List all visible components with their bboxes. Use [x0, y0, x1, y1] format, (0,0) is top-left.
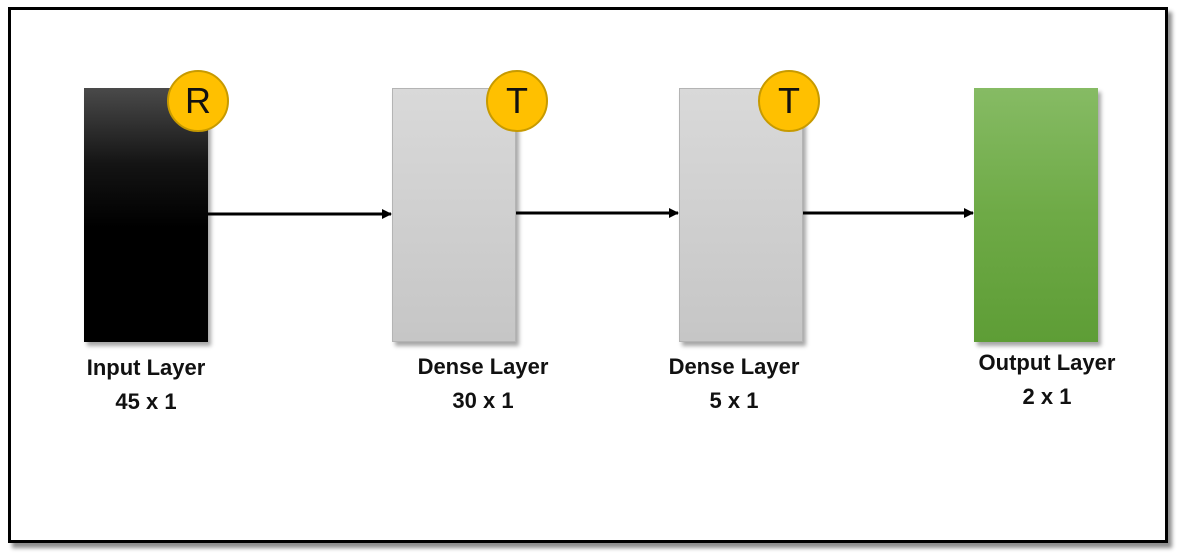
- dense-layer-1-name: Dense Layer: [417, 354, 549, 379]
- dense-layer-1-box: [392, 88, 516, 342]
- dense-layer-1-badge: T: [486, 70, 548, 132]
- dense-layer-2-caption: Dense Layer 5 x 1: [624, 350, 844, 418]
- output-layer-box: [974, 88, 1098, 342]
- dense-layer-2-badge: T: [758, 70, 820, 132]
- dense-layer-2-name: Dense Layer: [668, 354, 800, 379]
- input-layer-caption: Input Layer 45 x 1: [36, 351, 256, 419]
- input-layer-badge: R: [167, 70, 229, 132]
- output-layer-caption: Output Layer 2 x 1: [937, 346, 1157, 414]
- input-layer-name: Input Layer: [86, 355, 206, 380]
- output-layer-name: Output Layer: [978, 350, 1116, 375]
- dense-layer-1-caption: Dense Layer 30 x 1: [373, 350, 593, 418]
- dense-layer-2-size: 5 x 1: [709, 388, 759, 413]
- output-layer-size: 2 x 1: [1022, 384, 1072, 409]
- input-layer-size: 45 x 1: [115, 389, 177, 414]
- dense-layer-1-size: 30 x 1: [452, 388, 514, 413]
